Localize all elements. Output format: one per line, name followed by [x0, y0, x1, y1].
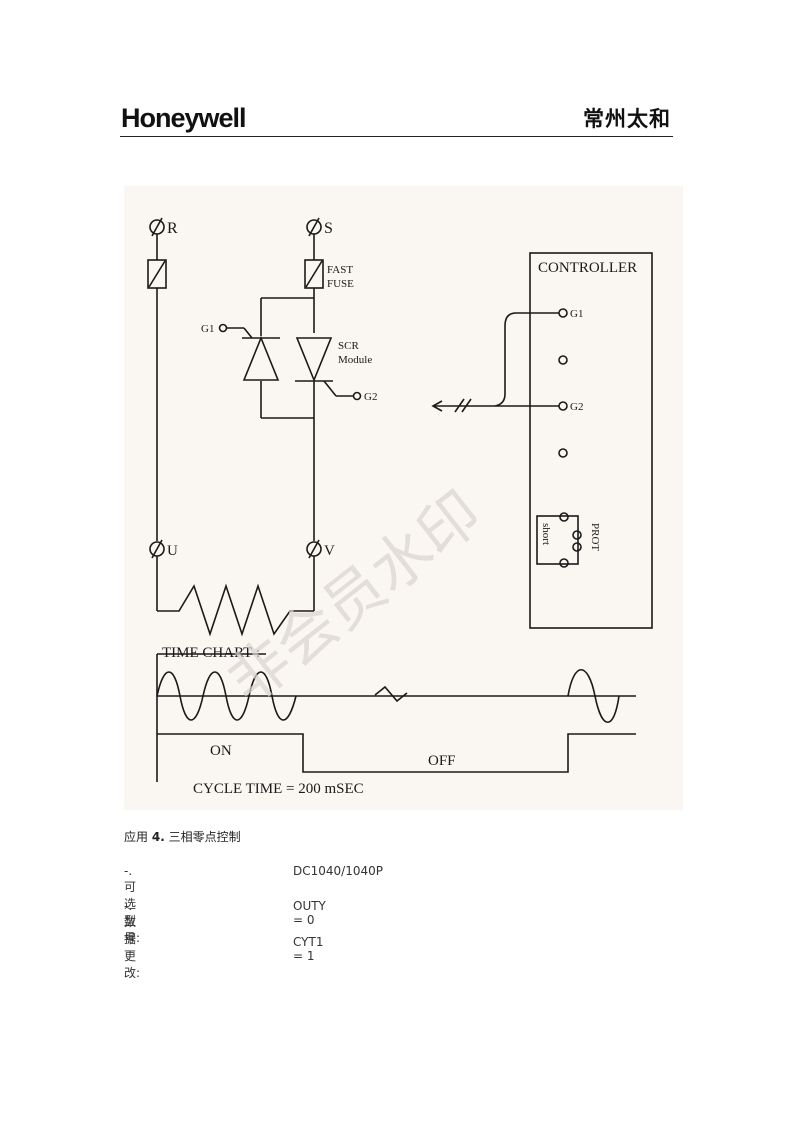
label-prot: PROT: [589, 523, 601, 551]
gate-g1-terminal: [218, 323, 228, 333]
signal-arrow-icon: [431, 400, 443, 412]
terminal-r-slash: [151, 217, 163, 237]
label-controller-g1: G1: [570, 308, 583, 320]
controller-box: [529, 252, 653, 629]
spec-value-model: DC1040/1040P: [293, 864, 383, 878]
watermark: 非会员水印: [215, 478, 494, 718]
load-resistor-icon: [157, 583, 314, 637]
label-on: ON: [210, 743, 232, 759]
terminal-v-slash: [308, 539, 320, 559]
gate-g1-lead: [243, 327, 253, 339]
gate-g2-terminal: [352, 391, 362, 401]
label-r: R: [167, 220, 178, 237]
terminal-s-slash: [308, 217, 320, 237]
spec-label-model: -. 可选型号:: [124, 864, 141, 945]
label-scr: SCR: [338, 340, 359, 352]
label-v: V: [324, 543, 335, 559]
header-rule: [120, 136, 673, 137]
label-fast: FAST: [327, 264, 353, 276]
label-module: Module: [338, 354, 372, 366]
cable-tick-1: [454, 398, 465, 413]
label-controller-g2: G2: [570, 401, 583, 413]
label-off: OFF: [428, 753, 456, 769]
time-chart-title: TIME CHART :: [162, 645, 260, 661]
prot-terminal-mid2: [572, 542, 582, 552]
controller-title: CONTROLLER: [538, 260, 637, 276]
spec-label-data-change: -. 数据更改:: [124, 899, 141, 980]
prot-terminal-mid1: [572, 530, 582, 540]
ac-waveform-burst: [156, 671, 297, 721]
label-fuse: FUSE: [327, 278, 354, 290]
caption-prefix: 应用: [124, 830, 149, 844]
header-brand: Honeywell: [121, 103, 247, 133]
controller-g2-terminal: [558, 401, 568, 411]
scr-left-thyristor-icon: [242, 335, 280, 381]
header-company: 常州太和: [583, 107, 671, 131]
break-symbol-icon: [374, 685, 408, 703]
spec-value-cyt1: CYT1 = 1: [293, 935, 324, 963]
controller-dot-2: [558, 448, 568, 458]
prot-terminal-top: [559, 512, 569, 522]
spec-value-outy: OUTY = 0: [293, 899, 326, 927]
prot-jumper-box: [536, 515, 579, 565]
caption-number: 4.: [151, 830, 165, 844]
caption-title: 三相零点控制: [168, 830, 241, 844]
circuit-diagram: R S U V FAST FUSE SCR Module G1 G2 CONTR…: [147, 217, 653, 797]
terminal-u-slash: [151, 539, 163, 559]
gate-signal-cable: [494, 312, 559, 407]
figure-caption: 应用 4. 三相零点控制: [124, 828, 241, 845]
fast-fuse-slash: [305, 260, 323, 288]
circuit-figure: R S U V FAST FUSE SCR Module G1 G2 CONTR…: [124, 186, 683, 810]
label-u: U: [167, 543, 178, 559]
controller-g1-terminal: [558, 308, 568, 318]
cable-tick-2: [461, 398, 472, 413]
gate-g2-lead: [323, 380, 337, 397]
cycle-pulse: [157, 733, 636, 773]
prot-terminal-bottom: [559, 558, 569, 568]
fuse-r-slash: [148, 260, 166, 288]
label-short: short: [540, 523, 552, 545]
cycle-time-label: CYCLE TIME = 200 mSEC: [193, 781, 364, 797]
ac-waveform-end: [567, 668, 620, 724]
label-s: S: [324, 220, 333, 237]
label-g2-right: G2: [364, 391, 377, 403]
label-g1-left: G1: [201, 323, 214, 335]
controller-dot-1: [558, 355, 568, 365]
scr-right-thyristor-icon: [295, 337, 333, 383]
